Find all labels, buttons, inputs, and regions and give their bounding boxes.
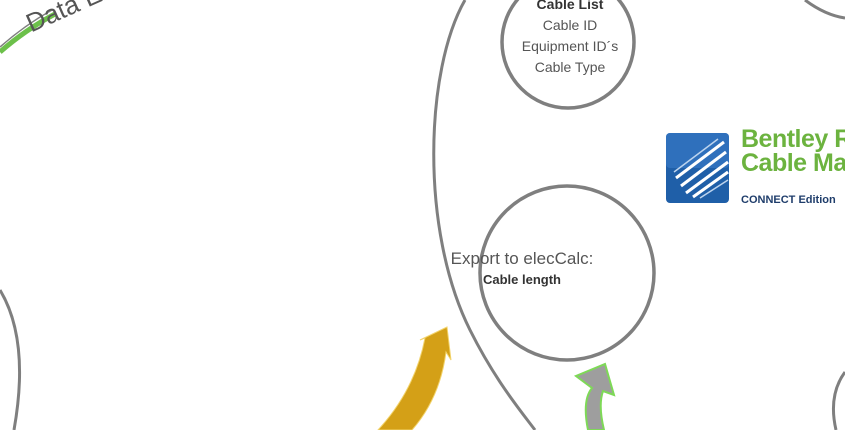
section-arc — [0, 11, 57, 54]
cable-list-title: Cable List — [536, 0, 604, 12]
export-node: Export to elecCalc: Cable length — [412, 248, 632, 290]
product-logo-title-line1: Bentley Ra — [741, 127, 845, 153]
cable-list-item-equipment-ids: Equipment ID´s — [521, 38, 619, 54]
product-logo-edition: CONNECT Edition — [741, 194, 836, 206]
export-node-cable-length: Cable length — [482, 272, 561, 287]
export-circle — [478, 184, 656, 362]
main-ellipse — [432, 0, 537, 430]
cable-list-item-cable-id: Cable ID — [542, 17, 598, 33]
bottom-right-circle-edge — [832, 371, 845, 430]
gold-arrow — [377, 326, 452, 430]
cable-list-circle — [500, 0, 636, 110]
export-node-title: Export to elecCalc: — [450, 249, 594, 268]
product-logo-title: Bentley Ra Cable Mar — [741, 127, 845, 175]
gray-arrow — [573, 362, 616, 430]
left-circle-edge — [0, 289, 22, 430]
cable-list-item-cable-type: Cable Type — [534, 59, 606, 75]
product-logo-title-line2: Cable Mar — [741, 149, 845, 176]
top-right-circle-edge — [804, 0, 845, 20]
bentley-raceway-logo-icon — [666, 133, 729, 203]
cable-list-node: Cable List Cable ID Equipment ID´s Cable… — [500, 0, 640, 78]
section-arc-outline — [0, 9, 53, 48]
